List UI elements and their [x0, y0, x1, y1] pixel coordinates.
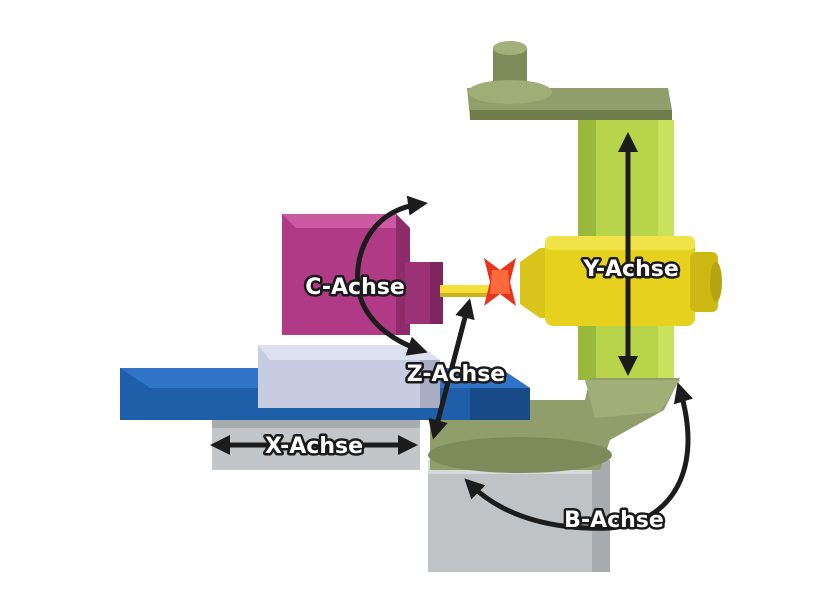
z-axis-label: Z-Achse: [407, 362, 505, 387]
z-axis-arrow: [428, 298, 475, 440]
b-axis-arrow: [464, 382, 694, 531]
c-axis-arrow: [355, 195, 428, 356]
x-axis-label: X-Achse: [265, 434, 363, 459]
top-arm: [467, 41, 672, 120]
b-axis-label: B-Achse: [564, 508, 664, 533]
c-axis-label: C-Achse: [305, 275, 405, 300]
y-axis-label: Y-Achse: [582, 257, 679, 282]
workpiece-and-tool: [440, 258, 516, 306]
